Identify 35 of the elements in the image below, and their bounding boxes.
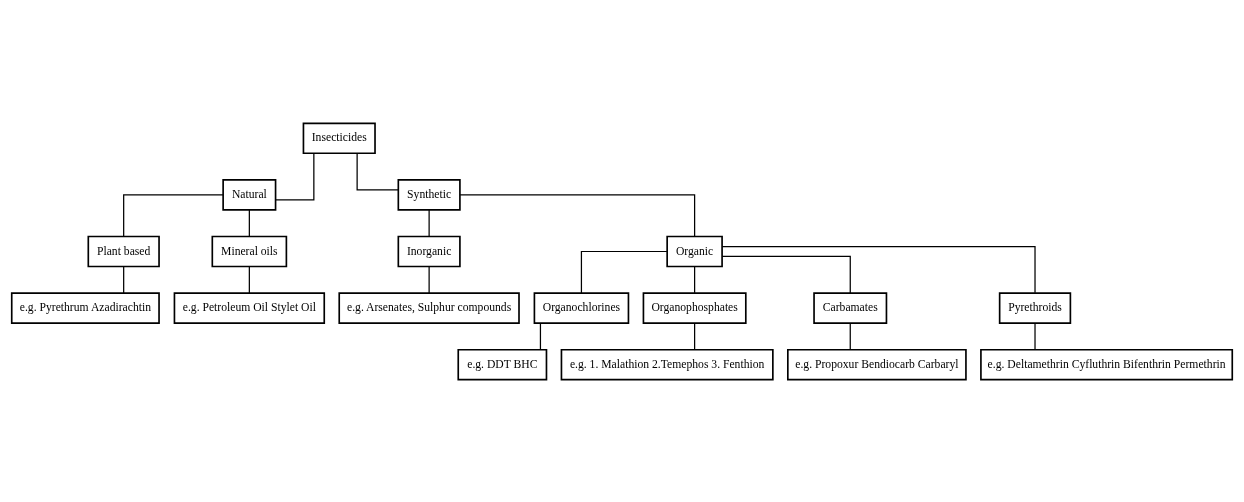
node-box: Natural bbox=[222, 178, 277, 211]
node-box: e.g. DDT BHC bbox=[457, 348, 548, 380]
node-box: Mineral oils bbox=[211, 235, 288, 267]
connector bbox=[123, 265, 125, 293]
node-box: Plant based bbox=[87, 235, 160, 267]
connector bbox=[356, 152, 399, 191]
node-box: e.g. Arsenates, Sulphur compounds bbox=[338, 291, 520, 324]
node-box: Organic bbox=[666, 235, 723, 267]
node-box: e.g. Petroleum Oil Stylet Oil bbox=[173, 291, 326, 324]
node-box: e.g. Deltamethrin Cyfluthrin Bifenthrin Permethrin bbox=[980, 348, 1234, 380]
connector bbox=[849, 322, 851, 350]
node-box: e.g. 1. Malathion 2.Temephos 3. Fenthion bbox=[560, 348, 774, 380]
connector bbox=[721, 245, 1036, 293]
connector bbox=[248, 265, 250, 293]
connector bbox=[721, 255, 851, 293]
node-box: e.g. Propoxur Bendiocarb Carbaryl bbox=[787, 348, 967, 380]
connector bbox=[1034, 322, 1036, 350]
connector bbox=[274, 152, 315, 201]
connector bbox=[539, 322, 542, 350]
node-box: Pyrethroids bbox=[998, 291, 1072, 324]
node-box: Organochlorines bbox=[533, 291, 630, 324]
node-box: Insecticides bbox=[302, 122, 376, 154]
node-box: Organophosphates bbox=[642, 291, 747, 324]
connector bbox=[428, 265, 430, 293]
connector bbox=[248, 208, 250, 237]
node-box: Carbamates bbox=[813, 291, 888, 324]
connector bbox=[428, 208, 430, 237]
connector bbox=[694, 265, 696, 293]
connector bbox=[580, 250, 668, 294]
node-box: Inorganic bbox=[397, 235, 461, 267]
connector bbox=[459, 193, 696, 237]
connector bbox=[123, 193, 224, 237]
node-box: Synthetic bbox=[397, 178, 461, 211]
connector bbox=[694, 322, 696, 350]
node-box: e.g. Pyrethrum Azadirachtin bbox=[10, 291, 160, 324]
